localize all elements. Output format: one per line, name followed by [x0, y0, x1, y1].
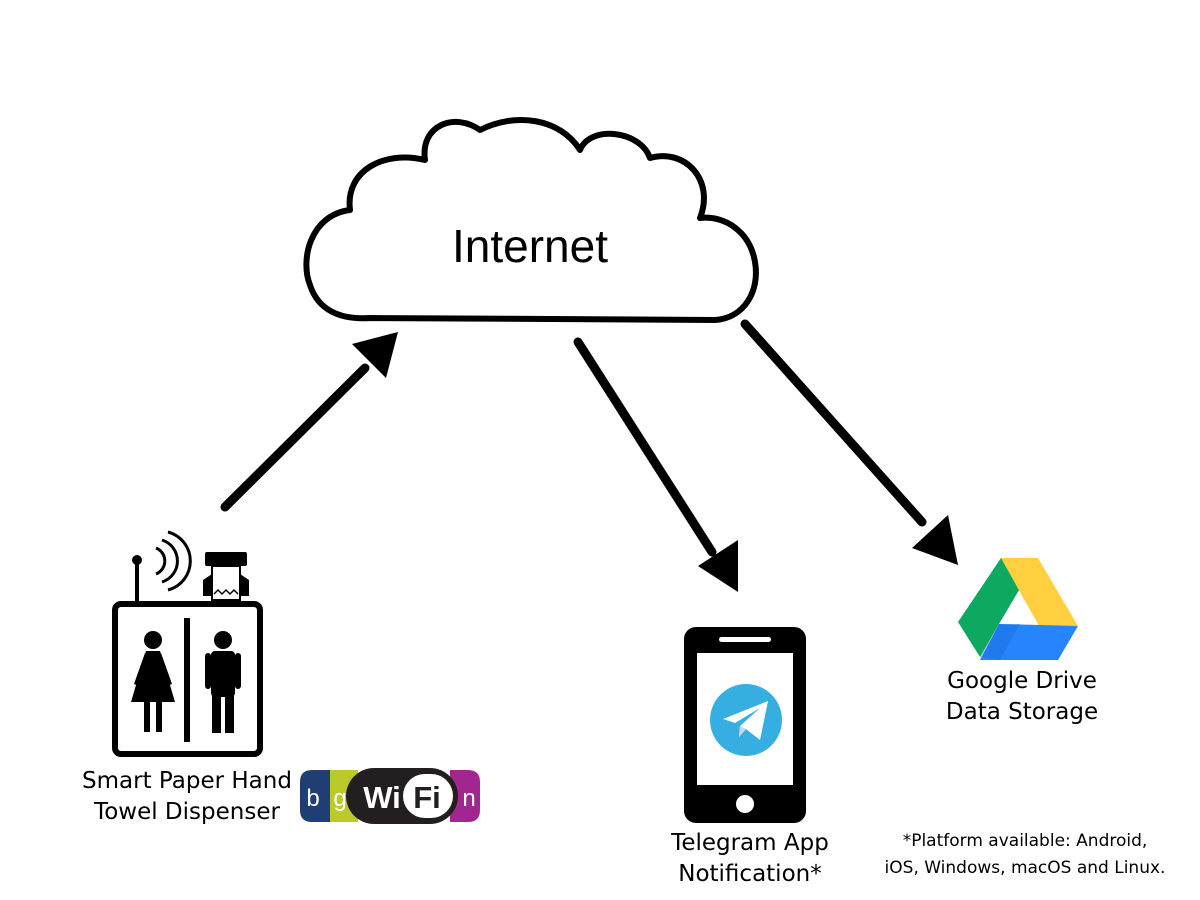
restroom-dispenser-icon: [112, 530, 263, 757]
telegram-label: Telegram App Notification*: [650, 828, 850, 890]
arrows: [220, 319, 958, 592]
wifi-letter-n: n: [462, 785, 475, 812]
telegram-icon: [710, 684, 782, 756]
cloud-icon: Internet: [303, 117, 759, 323]
gdrive-label-line2: Data Storage: [945, 699, 1099, 725]
gdrive-label-line1: Google Drive: [947, 668, 1097, 694]
antenna-icon: [132, 555, 142, 604]
paper-towel-icon: [203, 552, 249, 601]
wifi-text-wi: Wi: [363, 780, 401, 815]
platform-footnote-line1: *Platform available: Android,: [902, 831, 1148, 851]
dispenser-label-line1: Smart Paper Hand: [82, 768, 292, 794]
smartphone-icon: [684, 627, 806, 823]
wifi-letter-b: b: [306, 785, 319, 812]
man-icon: [205, 631, 241, 733]
dispenser-label: Smart Paper Hand Towel Dispenser: [80, 766, 294, 828]
dispenser-label-line2: Towel Dispenser: [94, 799, 280, 825]
telegram-label-line1: Telegram App: [671, 830, 829, 856]
platform-footnote-line2: iOS, Windows, macOS and Linux.: [884, 858, 1166, 878]
signal-waves-icon: [155, 530, 192, 592]
wifi-bgn-badge: b g n Wi Fi: [300, 768, 480, 824]
arrow-cloud-to-gdrive: [740, 319, 958, 565]
wifi-letter-g: g: [333, 785, 346, 812]
platform-footnote: *Platform available: Android, iOS, Windo…: [870, 828, 1180, 882]
woman-icon: [131, 631, 175, 732]
gdrive-label: Google Drive Data Storage: [922, 666, 1122, 728]
arrow-dispenser-to-cloud: [220, 332, 398, 512]
wifi-text-fi: Fi: [413, 780, 441, 815]
google-drive-icon: [958, 558, 1078, 660]
telegram-label-line2: Notification*: [678, 861, 822, 887]
cloud-label: Internet: [452, 220, 608, 272]
arrow-cloud-to-telegram: [573, 337, 738, 592]
